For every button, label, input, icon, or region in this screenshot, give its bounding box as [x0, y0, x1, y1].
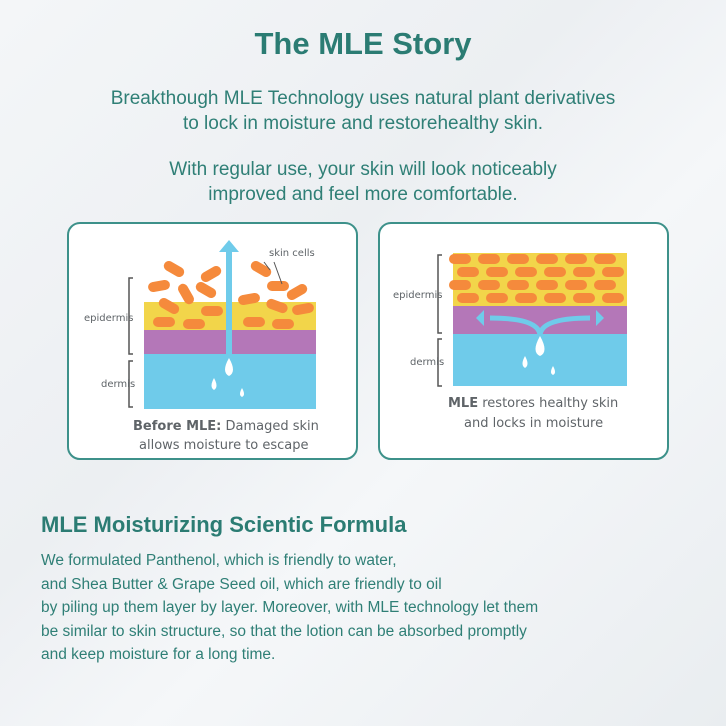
- skin-cell: [243, 317, 265, 327]
- skin-cell: [515, 267, 537, 277]
- moisture-arrow-head-icon: [219, 240, 239, 252]
- skin-cells-pointer: [263, 261, 283, 285]
- skin-cell: [486, 293, 508, 303]
- intro-line: With regular use, your skin will look no…: [169, 159, 557, 180]
- skin-cell: [457, 267, 479, 277]
- skin-cell: [457, 293, 479, 303]
- before-mle-diagram: skin cells epidermis dermis Before MLE: …: [67, 222, 358, 460]
- skin-cell: [148, 279, 170, 293]
- layer-brackets: [128, 277, 133, 408]
- skin-cell: [178, 283, 194, 305]
- formula-line: be similar to skin structure, so that th…: [41, 622, 527, 640]
- water-drops-icon: [522, 336, 555, 375]
- skin-cells: [449, 254, 624, 303]
- caption-line-1: Before MLE: Damaged skin: [133, 419, 319, 434]
- caption-rest: restores healthy skin: [478, 396, 618, 411]
- skin-cell: [544, 293, 566, 303]
- caption-bold: MLE: [448, 396, 478, 411]
- intro-paragraph-1: Breakthough MLE Technology uses natural …: [0, 86, 726, 136]
- skin-cell: [200, 266, 222, 282]
- skin-cell: [267, 281, 289, 291]
- skin-cell: [449, 254, 471, 264]
- skin-cell: [594, 254, 616, 264]
- moisture-lock-arrows-icon: [489, 315, 591, 337]
- skin-cells: [148, 261, 314, 329]
- skin-cell: [286, 284, 308, 300]
- formula-line: and Shea Butter & Grape Seed oil, which …: [41, 575, 442, 593]
- skin-cell: [238, 292, 260, 306]
- skin-cell: [565, 280, 587, 290]
- skin-cell: [602, 267, 624, 277]
- skin-diagram-healthy: epidermis dermis MLE restores healthy sk…: [393, 253, 627, 431]
- water-drops-icon: [211, 358, 244, 397]
- caption-line-2: and locks in moisture: [464, 416, 603, 431]
- label-epidermis: epidermis: [84, 313, 133, 324]
- caption-bold: Before MLE:: [133, 419, 221, 434]
- caption-line-1: MLE restores healthy skin: [448, 396, 618, 411]
- skin-diagram-damaged: skin cells epidermis dermis Before MLE: …: [84, 240, 319, 453]
- intro-line: Breakthough MLE Technology uses natural …: [110, 88, 616, 109]
- skin-cell: [536, 280, 558, 290]
- formula-line: and keep moisture for a long time.: [41, 646, 276, 663]
- arrow-left-head: [476, 310, 484, 326]
- layer-brackets: [437, 254, 442, 387]
- caption-line-2: allows moisture to escape: [139, 438, 309, 453]
- skin-cell: [183, 319, 205, 329]
- skin-cell: [201, 306, 223, 316]
- label-skin-cells: skin cells: [269, 248, 315, 259]
- label-dermis: dermis: [410, 357, 444, 368]
- label-dermis: dermis: [101, 379, 135, 390]
- skin-cell: [507, 280, 529, 290]
- skin-cell: [292, 302, 314, 316]
- intro-line: to lock in moisture and restorehealthy s…: [182, 113, 544, 134]
- formula-line: by piling up them layer by layer. Moreov…: [41, 599, 539, 616]
- skin-cell: [486, 267, 508, 277]
- skin-cell: [565, 254, 587, 264]
- skin-cell: [573, 267, 595, 277]
- skin-cell: [163, 261, 185, 277]
- caption-rest: Damaged skin: [221, 419, 319, 434]
- skin-cell: [478, 254, 500, 264]
- skin-cell: [250, 261, 272, 277]
- intro-paragraph-2: With regular use, your skin will look no…: [0, 157, 726, 207]
- skin-cell: [158, 298, 180, 314]
- formula-line: We formulated Panthenol, which is friend…: [41, 552, 397, 569]
- intro-line: improved and feel more comfortable.: [208, 184, 518, 205]
- skin-cell: [195, 282, 217, 298]
- skin-cell: [478, 280, 500, 290]
- moisture-arrow-shaft: [226, 250, 232, 360]
- arrow-right-head: [596, 310, 604, 326]
- skin-cell: [153, 317, 175, 327]
- skin-cell: [507, 254, 529, 264]
- label-epidermis: epidermis: [393, 290, 442, 301]
- skin-cell: [266, 298, 288, 314]
- after-mle-diagram: epidermis dermis MLE restores healthy sk…: [378, 222, 669, 460]
- formula-heading: MLE Moisturizing Scientic Formula: [41, 512, 407, 537]
- skin-cell: [515, 293, 537, 303]
- skin-cell: [594, 280, 616, 290]
- page-title: The MLE Story: [254, 26, 472, 61]
- skin-cell: [602, 293, 624, 303]
- skin-cell: [272, 319, 294, 329]
- skin-cell: [536, 254, 558, 264]
- skin-cell: [544, 267, 566, 277]
- formula-description: We formulated Panthenol, which is friend…: [41, 549, 538, 667]
- skin-cell: [449, 280, 471, 290]
- skin-cell: [573, 293, 595, 303]
